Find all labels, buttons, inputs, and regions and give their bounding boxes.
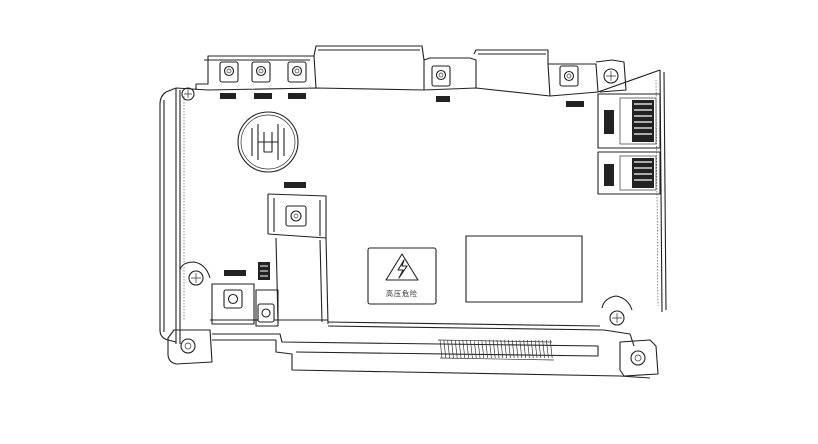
bottom-left-terminal-block [211,262,279,327]
top-left-screw [181,87,195,101]
left-mounting-foot [167,329,213,365]
small-label-stickers [220,93,614,276]
heatsink-fins [437,339,555,361]
blank-nameplate [465,235,583,303]
top-center-terminal-bracket [423,57,477,90]
plate-edge-shade-right [655,79,659,307]
manufacturer-logo [237,111,299,173]
upper-dip-switch-block [597,93,661,149]
top-left-terminal-bracket [195,55,317,90]
center-terminal-column [267,193,329,325]
high-voltage-triangle-icon [385,253,419,281]
right-mounting-foot [619,339,659,377]
bottom-left-screw [179,261,211,286]
main-plate-top-edge [175,69,661,97]
lower-dip-switch-block [597,151,661,195]
top-right-screw [603,68,619,84]
housing-outline [159,69,667,379]
high-voltage-warning-label: 高压危险 [367,247,437,305]
top-right-terminal-bracket [547,59,627,97]
warning-caption: 高压危险 [386,289,418,298]
top-center-plate [313,45,549,64]
bottom-right-screw [601,295,633,326]
lightning-bolt-icon [397,259,408,279]
